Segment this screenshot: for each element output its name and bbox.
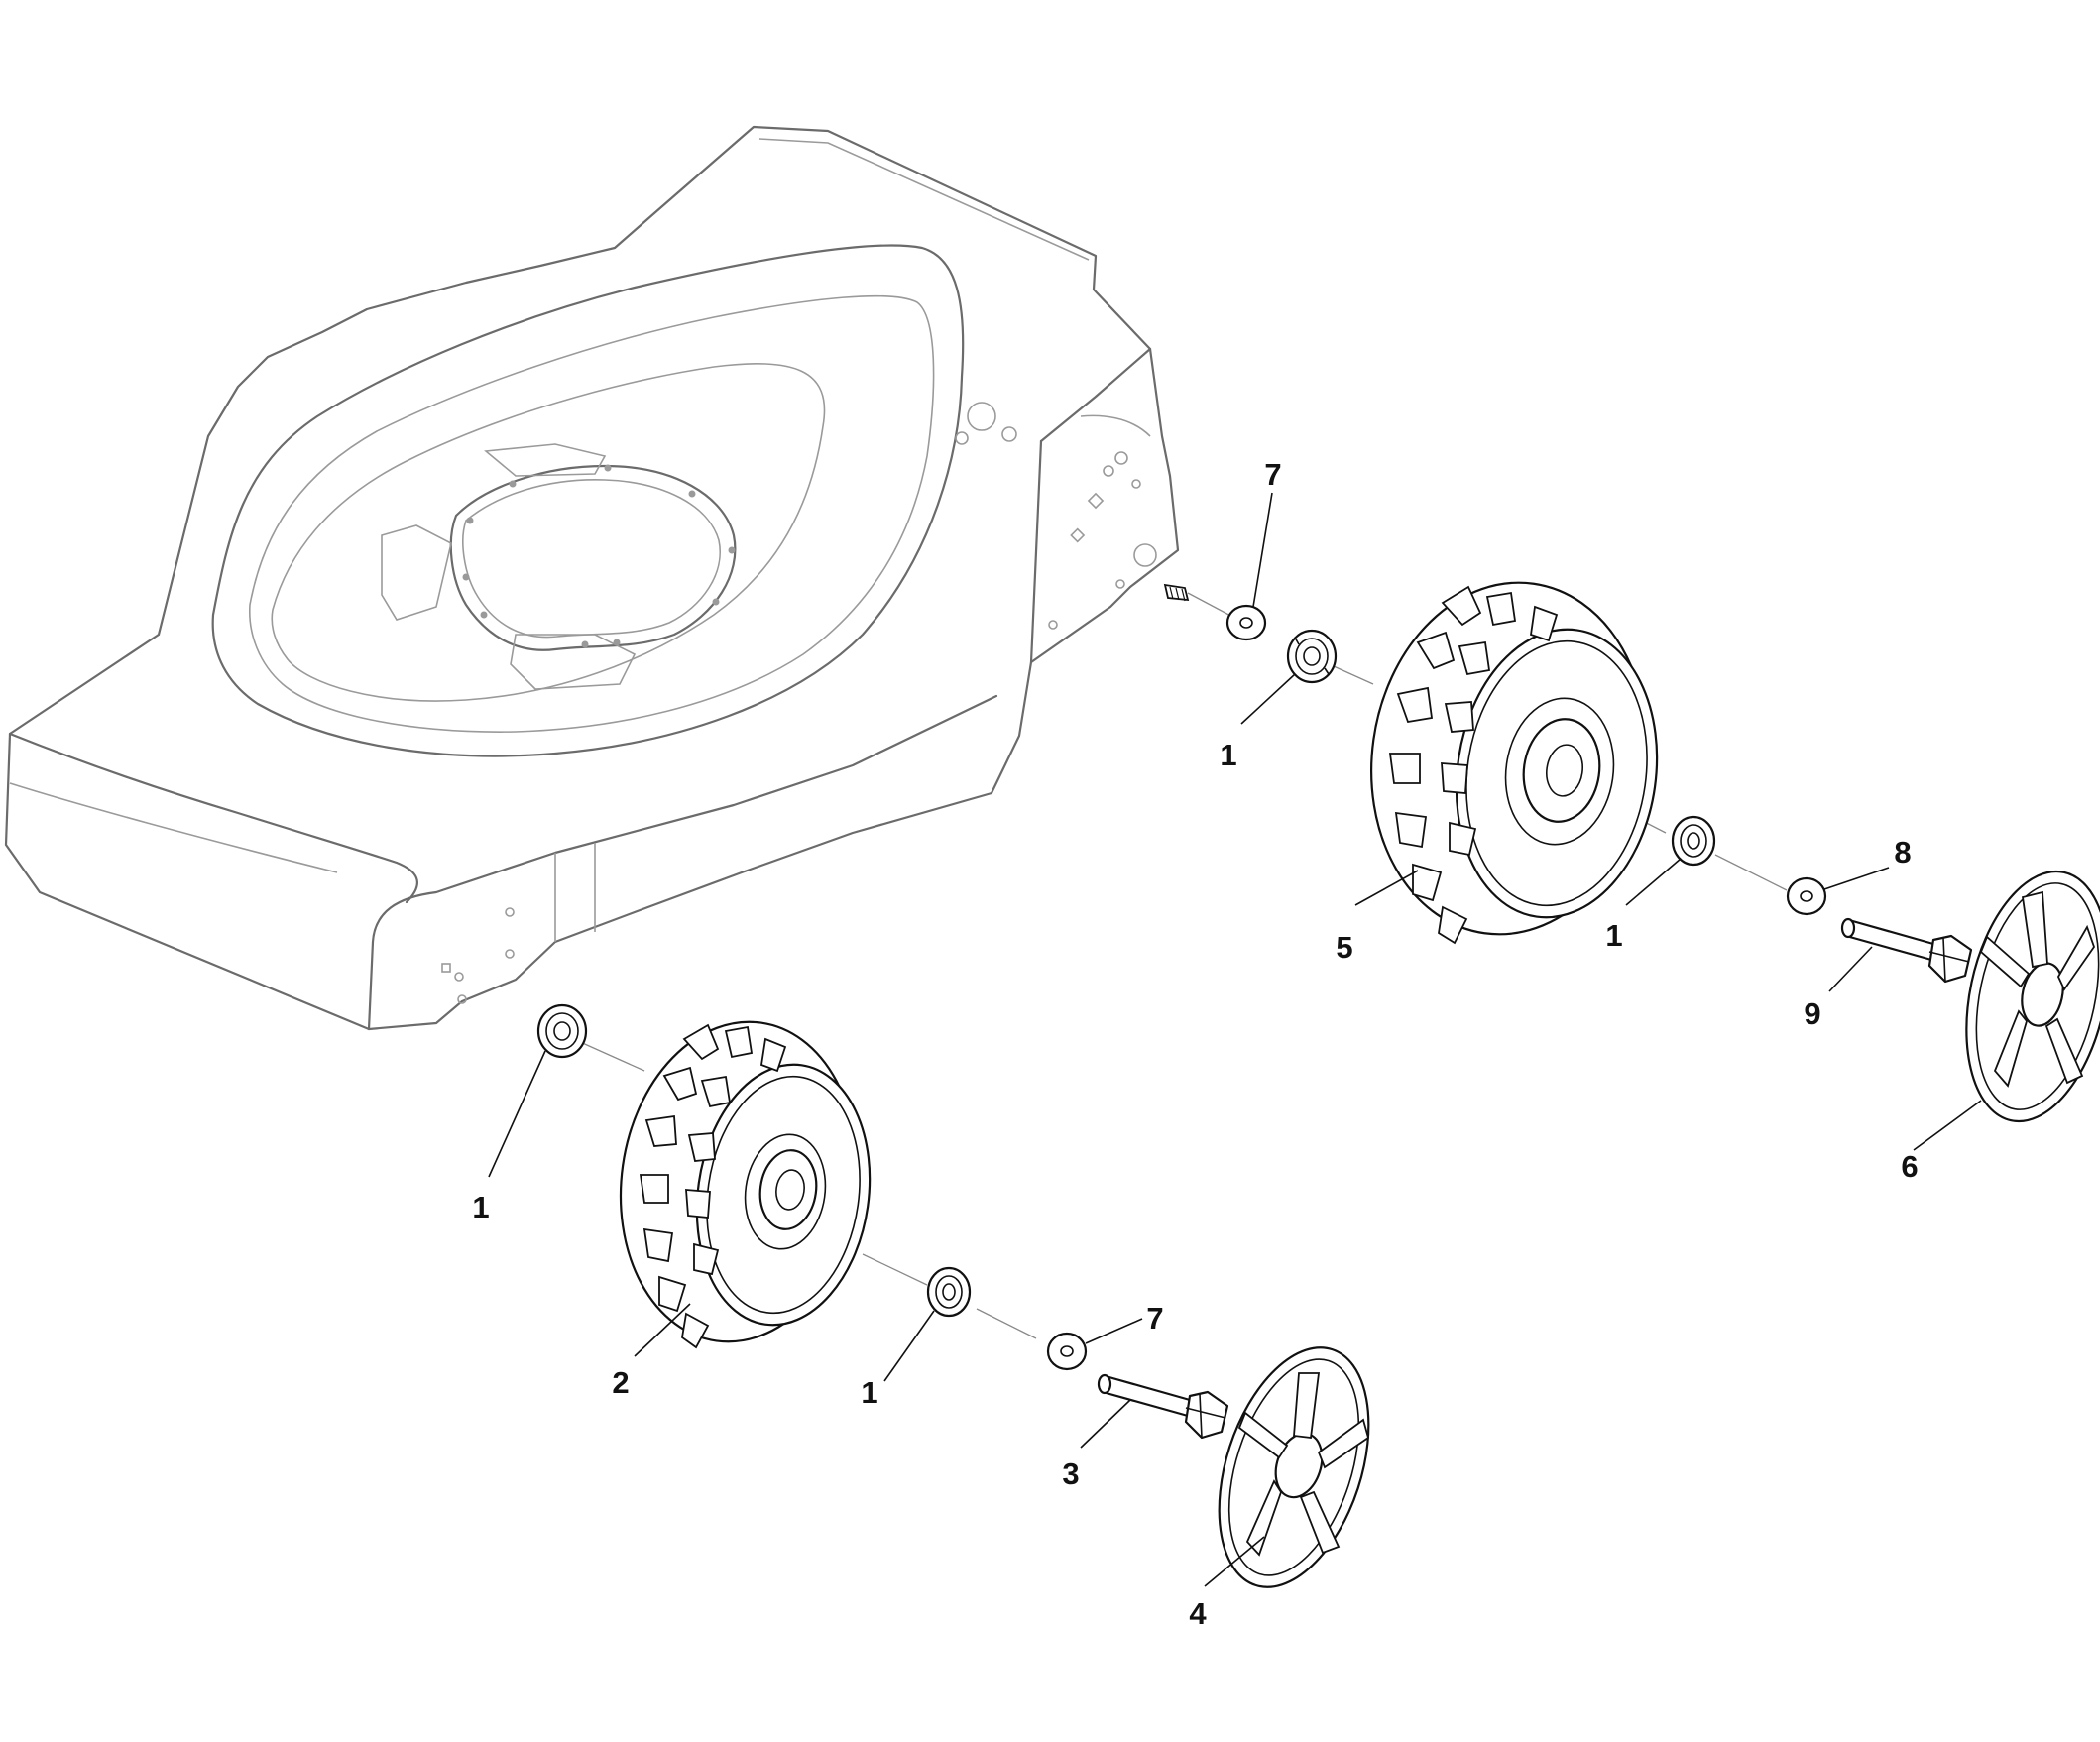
callout-5: 5 <box>1336 930 1352 965</box>
callout-1-top-left: 1 <box>1220 738 1236 772</box>
bolt-rear <box>1840 917 1973 984</box>
callout-9: 9 <box>1804 996 1820 1031</box>
mower-deck <box>4 125 1190 1031</box>
callout-2: 2 <box>612 1365 629 1400</box>
axle-stub <box>1163 583 1190 602</box>
hub-cap-front <box>1218 1346 1370 1588</box>
bearing-a <box>1286 629 1338 684</box>
washer-bottom <box>1046 1332 1088 1371</box>
callout-labels: 7 1 5 1 8 9 6 1 2 1 7 3 4 <box>472 457 1918 1631</box>
callout-7-top: 7 <box>1264 457 1281 492</box>
callout-8: 8 <box>1894 835 1911 870</box>
wheel-front <box>619 1020 872 1349</box>
callout-3: 3 <box>1062 1456 1079 1491</box>
callout-1-bottom-right: 1 <box>861 1375 877 1410</box>
wheel-rear <box>1370 581 1659 945</box>
hub-cap-rear <box>1965 870 2100 1123</box>
callout-4: 4 <box>1189 1596 1207 1631</box>
callout-7-bottom: 7 <box>1146 1301 1163 1336</box>
bolt-front <box>1097 1373 1229 1440</box>
callout-1-top-right: 1 <box>1605 918 1622 953</box>
leader-lines <box>488 492 1982 1587</box>
callout-1-bottom-left: 1 <box>472 1190 489 1224</box>
washer-right <box>1786 876 1827 916</box>
bearing-d <box>926 1266 972 1318</box>
washer-top <box>1225 604 1267 641</box>
callout-6: 6 <box>1901 1149 1918 1184</box>
bearing-b <box>1671 815 1716 867</box>
bearing-c <box>536 1003 588 1059</box>
